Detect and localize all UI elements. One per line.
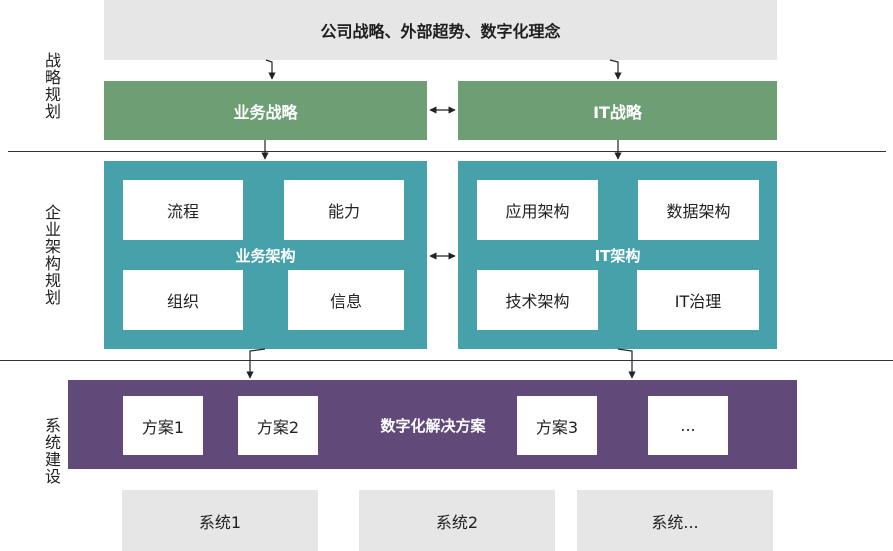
- digital-solutions-panel: 方案1 方案2 数字化解决方案 方案3 ...: [68, 380, 797, 469]
- divider-strategy-enterprise: [8, 151, 886, 152]
- arrow-banner-to-it-strategy: [609, 59, 622, 80]
- arrow-banner-to-business-strategy: [265, 59, 276, 80]
- it-architecture-title: IT架构: [594, 246, 641, 265]
- it-architecture-panel: 应用架构 数据架构 IT架构 技术架构 IT治理: [458, 161, 777, 349]
- solution-more-box: ...: [648, 396, 728, 455]
- business-architecture-title: 业务架构: [235, 246, 296, 265]
- top-banner: 公司战略、外部超势、数字化理念: [104, 0, 777, 60]
- arrow-it-architecture-to-solutions: [617, 348, 636, 379]
- digital-solutions-title: 数字化解决方案: [380, 417, 486, 435]
- row-label-system: 系统建设: [42, 417, 61, 485]
- solution-2-box: 方案2: [238, 396, 318, 455]
- capability-box: 能力: [284, 180, 404, 240]
- it-governance-box: IT治理: [637, 270, 759, 330]
- system-more-box: 系统...: [577, 490, 773, 551]
- system-2-box: 系统2: [359, 490, 555, 551]
- application-architecture-box: 应用架构: [477, 180, 598, 240]
- organization-box: 组织: [123, 270, 243, 330]
- solution-3-box: 方案3: [517, 396, 597, 455]
- it-strategy-box: IT战略: [458, 81, 777, 140]
- arrow-business-architecture-to-solutions: [246, 348, 266, 379]
- system-1-box: 系统1: [122, 490, 318, 551]
- solution-1-box: 方案1: [123, 396, 203, 455]
- data-architecture-box: 数据架构: [638, 180, 759, 240]
- divider-enterprise-system: [0, 360, 893, 361]
- row-label-enterprise: 企业架构规划: [42, 204, 61, 306]
- process-box: 流程: [123, 180, 243, 240]
- information-box: 信息: [288, 270, 404, 330]
- technology-architecture-box: 技术架构: [477, 270, 598, 330]
- business-architecture-panel: 流程 能力 业务架构 组织 信息: [104, 161, 427, 349]
- business-strategy-box: 业务战略: [104, 81, 427, 140]
- row-label-strategy: 战略规划: [42, 52, 61, 120]
